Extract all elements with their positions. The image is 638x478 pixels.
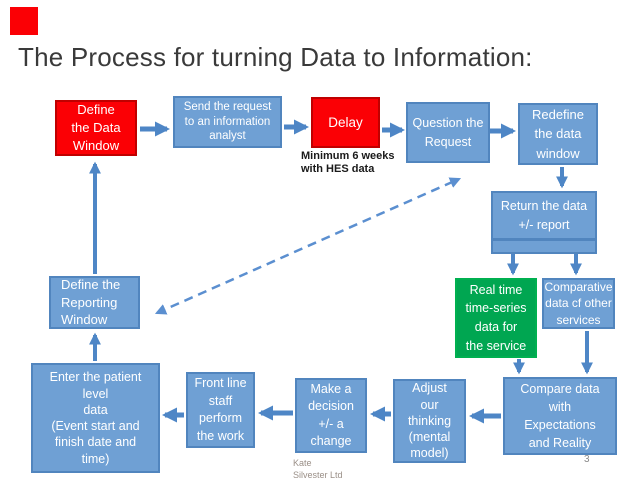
node-adjust-thinking: Adjust our thinking (mental model)	[393, 379, 466, 463]
red-accent-square	[10, 7, 38, 35]
node-return-data: Return the data +/- report	[491, 191, 597, 240]
annotation-minimum-weeks: Minimum 6 weeks with HES data	[301, 150, 395, 176]
node-make-decision: Make a decision +/- a change	[295, 378, 367, 453]
node-return-data-extension	[491, 239, 597, 254]
node-comparative: Comparative data cf other services	[542, 278, 615, 329]
node-real-time: Real time time-series data for the servi…	[455, 278, 537, 358]
node-compare-data: Compare data with Expectations and Reali…	[503, 377, 617, 455]
page-number: 3	[584, 454, 590, 465]
node-send-request: Send the request to an information analy…	[173, 96, 282, 148]
node-delay: Delay	[311, 97, 380, 148]
slide-title: The Process for turning Data to Informat…	[18, 42, 533, 72]
node-question-request: Question the Request	[406, 102, 490, 163]
dashed-arrow-reporting-question	[154, 177, 462, 315]
node-define-data-window: Define the Data Window	[55, 100, 137, 156]
node-enter-patient: Enter the patient level data (Event star…	[31, 363, 160, 473]
node-front-line: Front line staff perform the work	[186, 372, 255, 448]
node-define-reporting: Define the Reporting Window	[49, 276, 140, 329]
node-redefine-window: Redefine the data window	[518, 103, 598, 165]
footer-author: Kate Silvester Ltd	[293, 458, 343, 478]
